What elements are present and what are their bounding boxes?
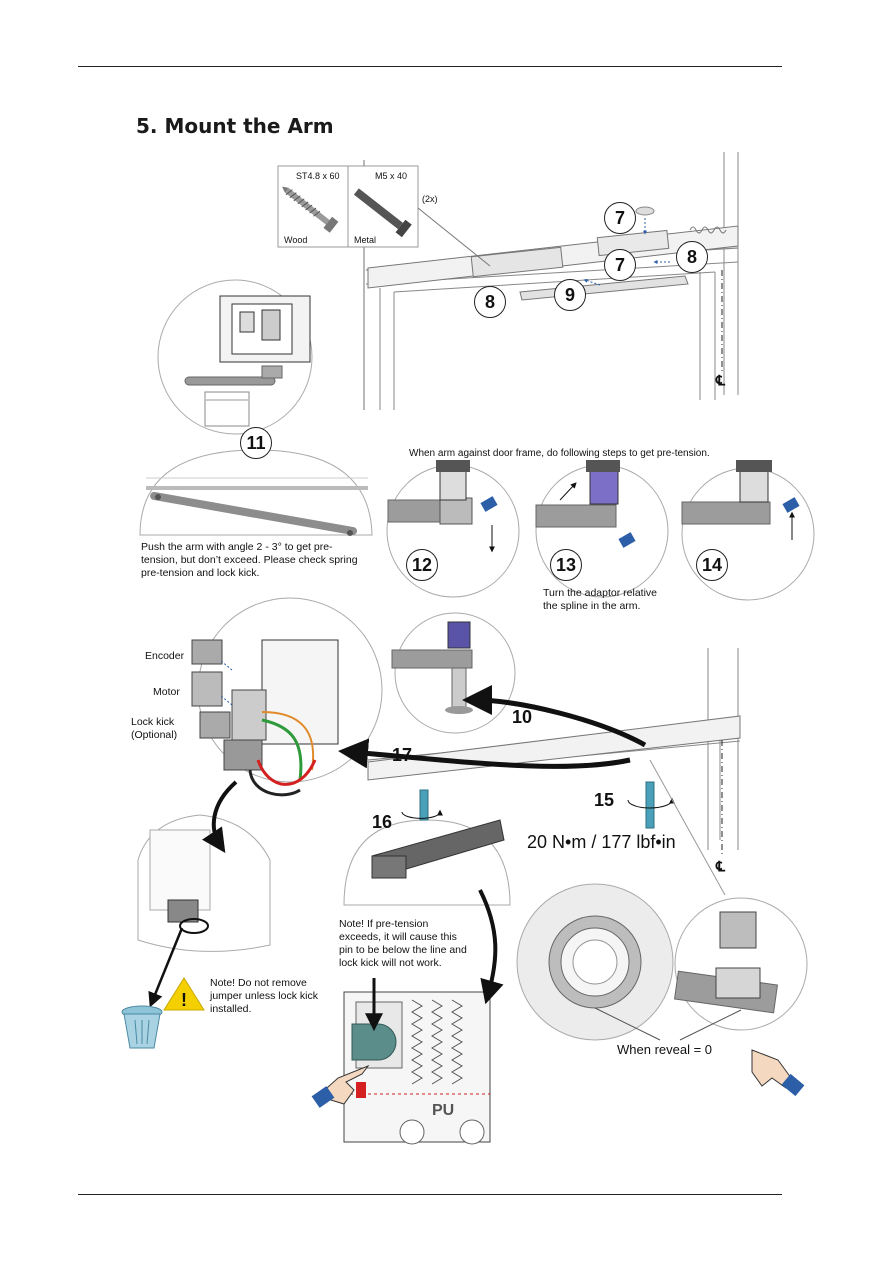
jumper-arrow [148,927,184,1008]
trash-bin-icon [121,1005,163,1049]
jumper-warning: Note! Do not remove jumper unless lock k… [210,977,318,1015]
reveal-circle-small [673,897,808,1031]
step-8-right: 8 [676,241,708,273]
lock-kick-label: Lock kick (Optional) [131,716,178,741]
step-13: 13 [550,549,582,581]
pu-marking: PU [432,1102,455,1119]
screw-leader [417,207,491,267]
torque-spec: 20 N•m / 177 lbf•in [527,832,676,852]
hex-key-icon [627,781,675,829]
motor-label: Motor [153,686,180,698]
panel-12 [386,460,520,598]
step-16: 16 [371,811,393,832]
metal-screw-spec: M5 x 40 [375,171,408,181]
hand-pointer-icon [311,1064,370,1108]
panel-16 [343,789,511,906]
centerline-mark-top: ℄ [716,372,725,388]
reveal-leader-1 [594,1007,661,1041]
reveal-connector [649,759,726,896]
header-rule [78,66,782,67]
step-15: 15 [593,789,615,810]
step-11: 11 [240,427,272,459]
screw-quantity: (2x) [422,194,438,204]
detail-circle-10 [391,612,516,734]
wood-label: Wood [284,235,308,245]
svg-text:!: ! [181,990,187,1010]
reveal-leader-2 [679,1009,742,1041]
arrow-17 [338,738,631,769]
wood-screw-spec: ST4.8 x 60 [296,171,340,181]
arrow-to-jumper [202,780,238,853]
section-title: 5. Mount the Arm [136,114,334,138]
footer-rule [78,1194,782,1195]
encoder-label: Encoder [145,650,185,662]
warning-icon: ! [163,977,205,1011]
step-12: 12 [406,549,438,581]
arrow-10 [462,685,647,748]
step-14: 14 [696,549,728,581]
step-9: 9 [554,279,586,311]
reveal-label: When reveal = 0 [617,1042,713,1057]
pin-detail-box [343,991,491,1145]
reveal-circle-large [516,883,674,1041]
pretension-header: When arm against door frame, do followin… [409,448,710,459]
panel-14 [681,460,815,601]
wiring-circle [191,597,383,797]
lower-operator-body [367,715,741,781]
step-7-lower: 7 [604,249,636,281]
step-8-left: 8 [474,286,506,318]
turn-adaptor-note: Turn the adaptor relative the spline in … [543,587,658,612]
pretension-warning: Note! If pre-tension exceeds, it will ca… [339,918,467,969]
step-17: 17 [391,744,413,765]
hand-pointer-icon [751,1049,805,1097]
step-7-top: 7 [604,202,636,234]
screw-box [277,165,419,248]
panel-11 [139,449,373,536]
spring-coils [689,226,727,234]
step-10: 10 [511,706,533,727]
push-arm-note: Push the arm with angle 2 - 3° to get pr… [141,541,358,579]
centerline-mark-bottom: ℄ [716,858,725,874]
top-door-frame [363,152,739,410]
jumper-circle [137,814,271,952]
arrow-to-pin [478,889,504,1005]
metal-label: Metal [354,235,377,245]
detail-circle-11 [157,279,313,435]
